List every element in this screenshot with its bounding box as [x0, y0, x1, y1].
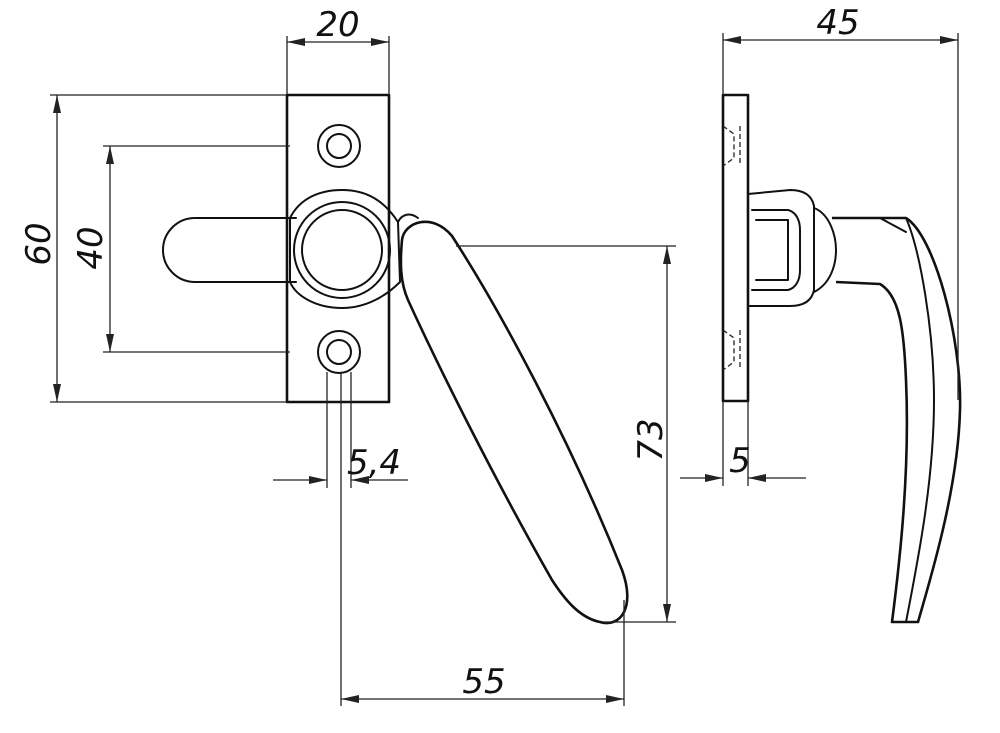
handle-lever: [399, 220, 629, 625]
label-hole-spacing: 40: [71, 226, 111, 269]
side-handle: [832, 216, 962, 624]
label-plate-height: 60: [19, 222, 59, 265]
label-overall-depth: 45: [816, 3, 859, 43]
label-handle-reach: 55: [462, 662, 505, 702]
label-plate-thickness: 5: [729, 441, 751, 481]
side-screw-upper: [722, 125, 741, 167]
upper-screw-hole: [317, 124, 361, 168]
side-view: [721, 93, 962, 624]
label-hole-diameter: 5,4: [347, 443, 401, 483]
side-neck: [813, 207, 837, 293]
label-plate-width: 20: [316, 5, 359, 45]
side-plate: [721, 93, 750, 403]
side-rosette: [747, 189, 815, 307]
rosette: [289, 189, 401, 309]
left-arm: [162, 217, 297, 283]
spindle-boss: [301, 209, 383, 291]
dimension-lines: [50, 33, 959, 706]
side-screw-lower: [722, 329, 741, 371]
front-view: [162, 93, 629, 625]
spindle-ring: [293, 201, 391, 299]
label-handle-length: 73: [631, 418, 671, 461]
lower-screw-hole: [317, 330, 361, 374]
